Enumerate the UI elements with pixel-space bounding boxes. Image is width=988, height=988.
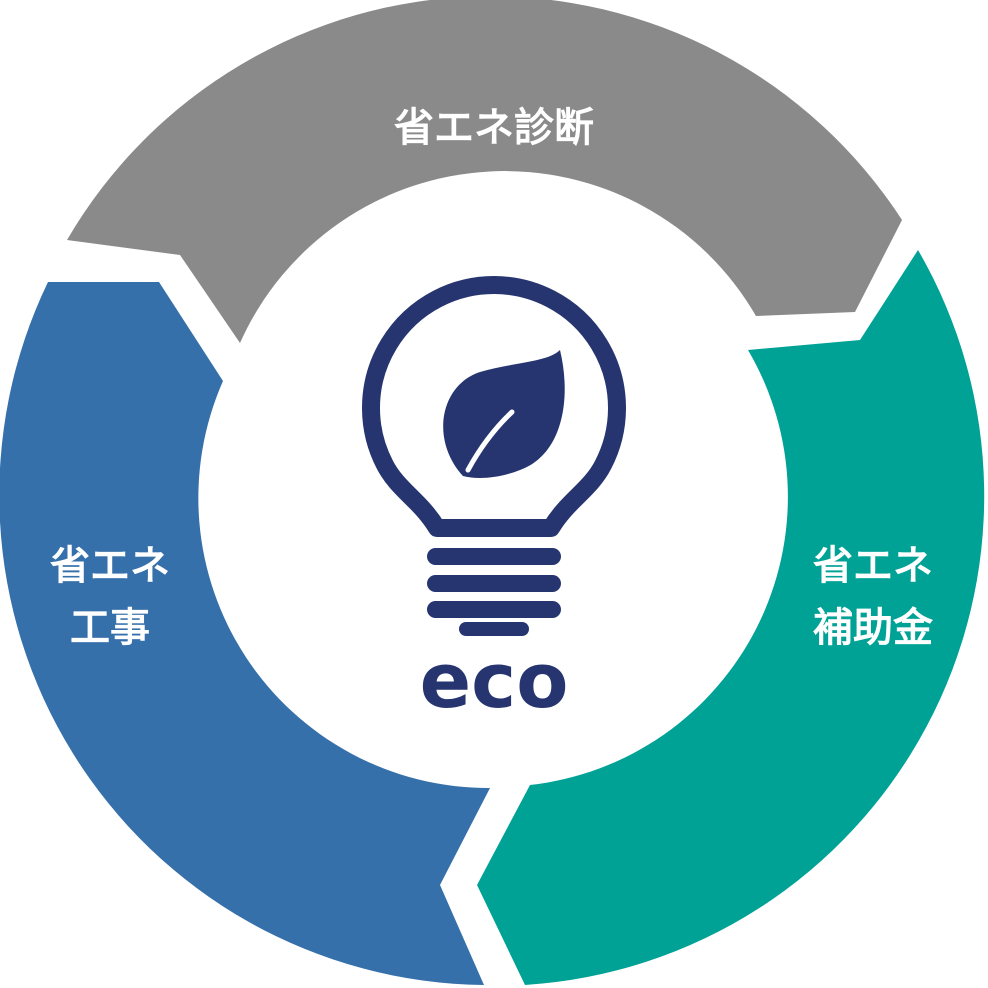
label-construction-line1: 省エネ: [50, 543, 170, 589]
label-subsidy-line1: 省エネ: [813, 543, 933, 589]
segment-construction: [0, 282, 490, 985]
eco-label: eco: [420, 636, 569, 725]
bulb-base-bar-1: [427, 548, 561, 565]
label-construction-line2: 工事: [70, 605, 150, 651]
leaf-vein: [465, 409, 515, 473]
bulb-base-bar-3: [427, 601, 561, 618]
bulb-base-bar-4: [459, 622, 529, 636]
eco-lightbulb-leaf-icon: [362, 276, 626, 636]
bulb-base-bar-2: [427, 575, 561, 592]
leaf-icon: [443, 350, 565, 478]
label-subsidy-line2: 補助金: [813, 605, 934, 651]
segment-diagnosis: [67, 0, 902, 343]
segment-subsidy: [477, 250, 985, 985]
bulb-outline: [362, 276, 626, 537]
label-diagnosis: 省エネ診断: [394, 105, 594, 151]
